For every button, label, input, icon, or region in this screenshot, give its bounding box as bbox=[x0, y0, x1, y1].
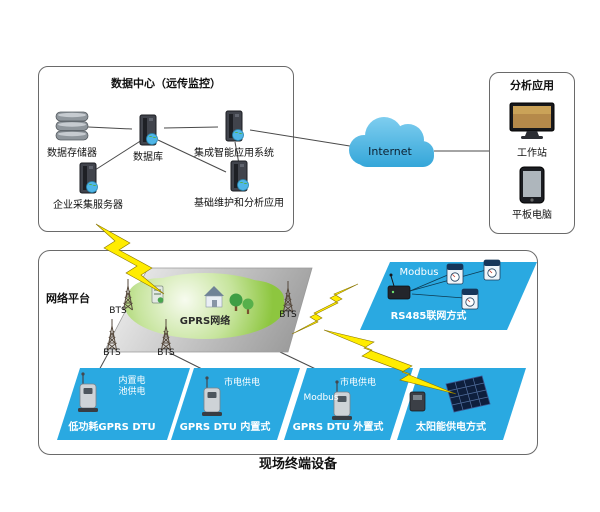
internet-cloud bbox=[349, 117, 434, 167]
server-tower-icon bbox=[139, 114, 158, 146]
bts-label: BTS bbox=[103, 348, 121, 358]
rs485-modbus-label: Modbus bbox=[399, 267, 439, 278]
terminal2-label: GPRS DTU 内置式 bbox=[179, 422, 271, 433]
terminal2-power: 市电供电 bbox=[223, 378, 260, 388]
terminal1-power-line1: 内置电 bbox=[118, 376, 146, 386]
terminal3-power: 市电供电 bbox=[339, 378, 376, 388]
network-platform-label: 网络平台 bbox=[46, 292, 90, 305]
database-stack-icon bbox=[55, 111, 89, 141]
node-label: 基础维护和分析应用 bbox=[194, 198, 284, 209]
server-tower-icon bbox=[230, 160, 249, 192]
node-label: 数据库 bbox=[133, 152, 163, 163]
bts-label: BTS bbox=[157, 348, 175, 358]
terminal4-label: 太阳能供电方式 bbox=[416, 422, 486, 433]
node-workstation: 工作站 bbox=[494, 102, 570, 159]
tablet-icon bbox=[519, 166, 545, 204]
terminal1-power-line2: 池供电 bbox=[118, 387, 146, 397]
rs485-label: RS485联网方式 bbox=[390, 311, 467, 322]
footer-title: 现场终端设备 bbox=[258, 457, 337, 472]
server-tower-icon bbox=[79, 162, 98, 194]
node-label: 平板电脑 bbox=[512, 210, 552, 221]
node-enterprise-collector: 企业采集服务器 bbox=[36, 162, 140, 211]
node-integrated-app: 集成智能应用系统 bbox=[176, 110, 292, 159]
gprs-network-label: GPRS网络 bbox=[179, 316, 231, 327]
node-label: 企业采集服务器 bbox=[53, 200, 123, 211]
node-data-storage: 数据存储器 bbox=[22, 110, 122, 159]
data-center-title: 数据中心（远传监控） bbox=[111, 77, 221, 90]
node-database: 数据库 bbox=[104, 114, 192, 163]
internet-label: Internet bbox=[368, 145, 412, 158]
bts-label: BTS bbox=[109, 306, 127, 316]
analysis-box bbox=[489, 72, 575, 234]
analysis-title: 分析应用 bbox=[510, 79, 554, 92]
terminal3-modbus: Modbus bbox=[303, 393, 339, 403]
terminal1-label: 低功耗GPRS DTU bbox=[68, 422, 156, 433]
node-label: 集成智能应用系统 bbox=[194, 148, 274, 159]
terminal3-label: GPRS DTU 外置式 bbox=[292, 422, 384, 433]
node-maintenance-app: 基础维护和分析应用 bbox=[180, 160, 298, 209]
node-tablet: 平板电脑 bbox=[494, 166, 570, 221]
node-label: 数据存储器 bbox=[47, 148, 97, 159]
server-tower-icon bbox=[225, 110, 244, 142]
monitor-icon bbox=[509, 102, 555, 139]
node-label: 工作站 bbox=[517, 148, 547, 159]
bts-label: BTS bbox=[279, 310, 297, 320]
